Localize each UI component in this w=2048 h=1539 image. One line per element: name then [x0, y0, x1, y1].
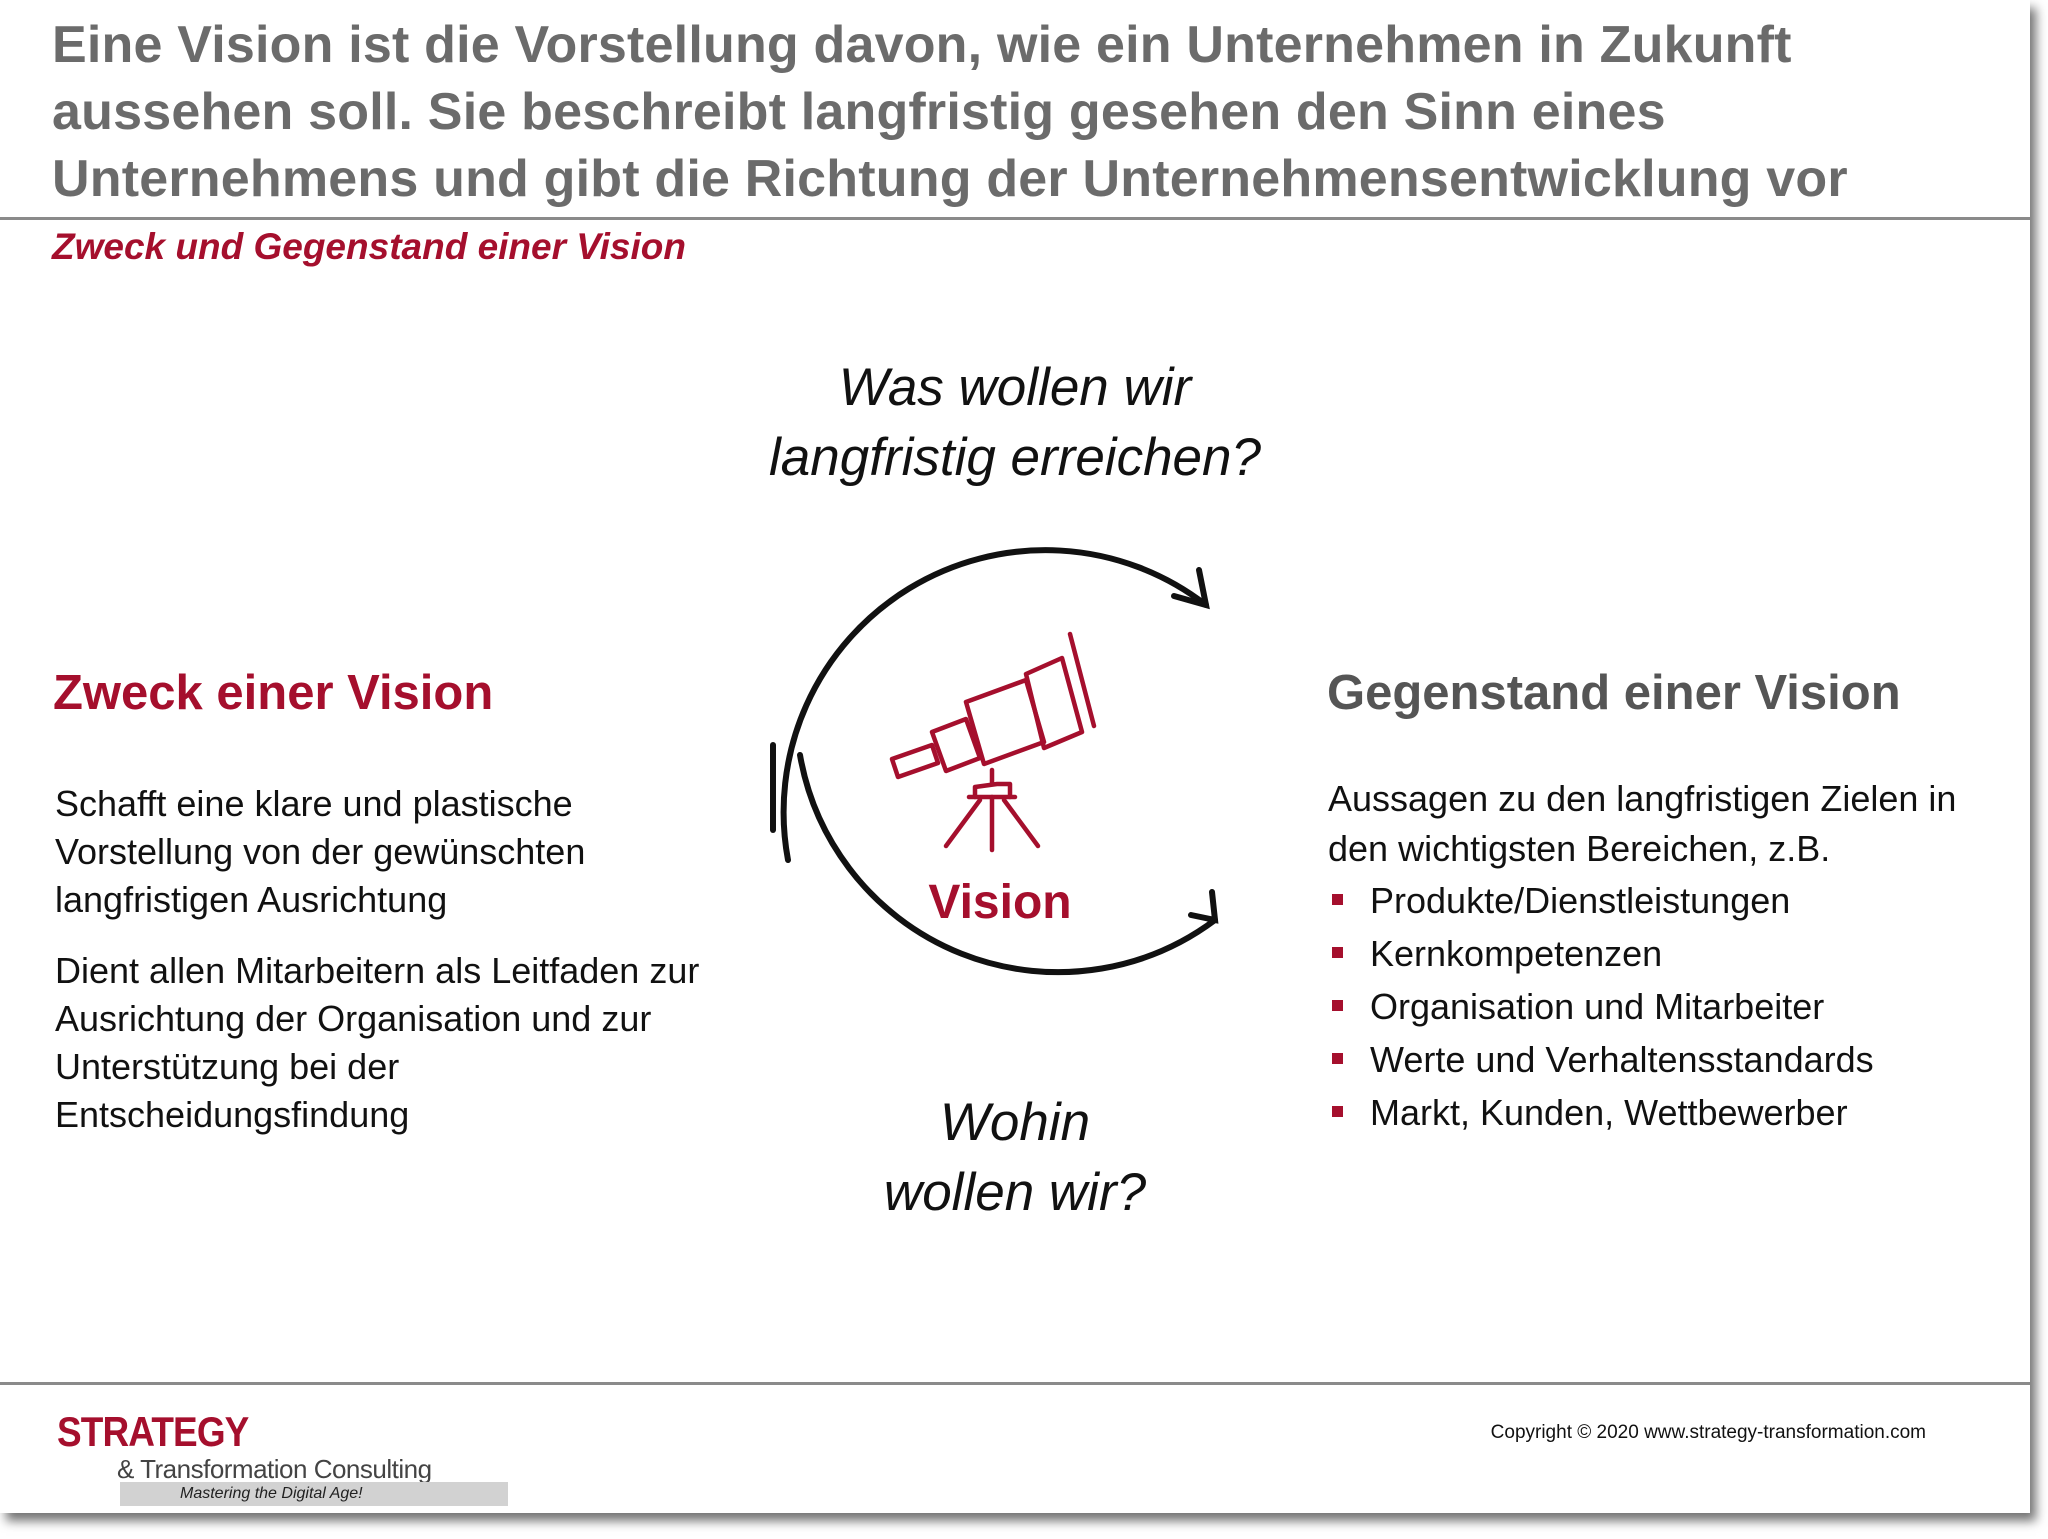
list-item-label: Kernkompetenzen: [1370, 933, 1663, 974]
logo-sub-text: & Transformation Consulting: [117, 1454, 432, 1484]
telescope-icon: [889, 631, 1097, 853]
subject-list: Produkte/Dienstleistungen Kernkompetenze…: [1328, 874, 1874, 1139]
list-item: Markt, Kunden, Wettbewerber: [1328, 1086, 1874, 1139]
company-logo: STRATEGY & Transformation Consulting Mas…: [57, 1408, 508, 1506]
question-top-line: Was wollen wir: [838, 358, 1192, 417]
question-top: Was wollen wir langfristig erreichen?: [700, 353, 1330, 493]
logo-main-text: STRATEGY: [57, 1408, 249, 1455]
bullet-square-icon: [1332, 1000, 1343, 1011]
subject-heading: Gegenstand einer Vision: [1327, 666, 1901, 720]
subject-intro: Aussagen zu den langfristigen Zielen in …: [1328, 778, 1957, 869]
list-item: Kernkompetenzen: [1328, 927, 1874, 980]
purpose-paragraph: Schafft eine klare und plastische Vorste…: [55, 783, 586, 920]
list-item-label: Werte und Verhaltensstandards: [1370, 1039, 1874, 1080]
slide-subtitle: Zweck und Gegenstand einer Vision: [52, 226, 686, 267]
purpose-paragraph: Dient allen Mitarbeitern als Leitfaden z…: [55, 950, 700, 1135]
bullet-square-icon: [1332, 947, 1343, 958]
cycle-arrowhead-top: [1171, 567, 1210, 610]
list-item: Organisation und Mitarbeiter: [1328, 980, 1874, 1033]
title-line: aussehen soll. Sie beschreibt langfristi…: [52, 83, 1666, 141]
question-top-line: langfristig erreichen?: [769, 428, 1261, 487]
circular-arrows-icon: [770, 547, 1219, 976]
footer-divider: [0, 1382, 2030, 1385]
title-divider: [0, 217, 2030, 220]
cycle-arc-bottom: [797, 752, 1218, 976]
question-bottom-line: wollen wir?: [883, 1163, 1147, 1222]
vision-label: Vision: [928, 876, 1072, 929]
list-item: Werte und Verhaltensstandards: [1328, 1033, 1874, 1086]
title-line: Eine Vision ist die Vorstellung davon, w…: [52, 16, 1792, 74]
list-item-label: Organisation und Mitarbeiter: [1370, 986, 1825, 1027]
slide: Eine Vision ist die Vorstellung davon, w…: [0, 12, 2030, 1506]
list-item: Produkte/Dienstleistungen: [1328, 874, 1874, 927]
question-bottom-line: Wohin: [939, 1093, 1091, 1152]
logo-tagline: Mastering the Digital Age!: [120, 1482, 508, 1506]
list-item-label: Produkte/Dienstleistungen: [1370, 880, 1791, 921]
cycle-arc-top: [780, 547, 1209, 863]
bullet-square-icon: [1332, 1053, 1343, 1064]
copyright-text: Copyright © 2020 www.strategy-transforma…: [1490, 1422, 1926, 1443]
bullet-square-icon: [1332, 894, 1343, 905]
purpose-heading: Zweck einer Vision: [53, 666, 494, 720]
title-line: Unternehmens und gibt die Richtung der U…: [52, 150, 1848, 208]
slide-title: Eine Vision ist die Vorstellung davon, w…: [52, 12, 2012, 213]
cycle-arrowhead-bottom: [1188, 889, 1219, 924]
list-item-label: Markt, Kunden, Wettbewerber: [1370, 1092, 1848, 1133]
bullet-square-icon: [1332, 1106, 1343, 1117]
question-bottom: Wohin wollen wir?: [810, 1088, 1220, 1228]
